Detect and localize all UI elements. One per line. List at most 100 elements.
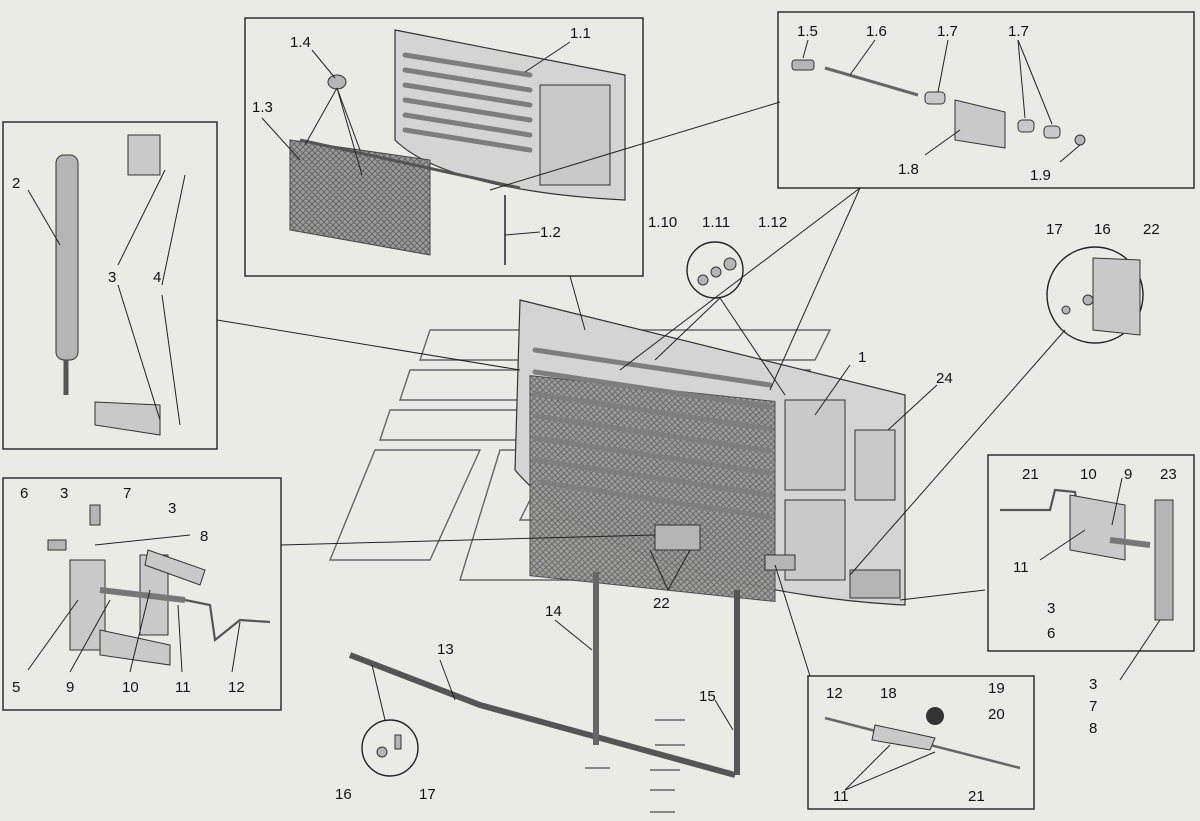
label-1-11: 1.11 [702, 214, 730, 231]
label-4: 4 [153, 269, 161, 286]
label-3-side: 3 [1089, 676, 1097, 693]
label-22-mid: 22 [653, 595, 670, 612]
upper-bracket [127, 134, 161, 176]
bushing-1-7b [1017, 119, 1035, 133]
label-1-7b: 1.7 [1008, 23, 1029, 40]
right-hinge-block [849, 569, 901, 599]
label-10-right: 10 [1080, 466, 1097, 483]
lever-18 [871, 724, 936, 751]
top-plate [144, 549, 206, 586]
label-3-strut: 3 [108, 269, 116, 286]
label-5: 5 [12, 679, 20, 696]
label-18: 18 [880, 685, 897, 702]
label-1-6: 1.6 [866, 23, 887, 40]
detail-circle-fastener-bottom [361, 719, 419, 777]
seal-strips [348, 572, 740, 813]
label-11: 11 [175, 679, 191, 696]
label-1-3: 1.3 [252, 99, 273, 116]
label-10: 10 [122, 679, 139, 696]
inset-gas-strut [2, 121, 218, 450]
clip-1-4 [327, 74, 347, 90]
gas-strut-2 [55, 154, 79, 361]
label-1-7a: 1.7 [937, 23, 958, 40]
label-16-rod: 16 [335, 786, 352, 803]
lower-bracket [94, 401, 161, 436]
detail-circle-washers [686, 241, 744, 299]
label-1-9: 1.9 [1030, 167, 1051, 184]
label-1-4: 1.4 [290, 34, 311, 51]
label-3-right: 3 [1047, 600, 1055, 617]
bushing-1-7c [1043, 125, 1061, 139]
inset-left-hinge [2, 477, 282, 711]
label-7-side: 7 [1089, 698, 1097, 715]
label-11-right: 11 [1013, 559, 1029, 576]
panel-recess-c [854, 429, 896, 501]
label-21-lock: 21 [968, 788, 985, 805]
lock-bracket [1069, 494, 1126, 561]
lower-lock-bracket [654, 524, 701, 551]
inset-hinge-parts [777, 11, 1195, 189]
label-1: 1 [858, 349, 866, 366]
seal-strip-13 [348, 652, 736, 778]
label-8: 8 [200, 528, 208, 545]
label-17-rod: 17 [419, 786, 436, 803]
callout-labels: 1.1 1.2 1.3 1.4 1.5 1.6 1.7 1.7 1.8 1.9 … [12, 23, 1177, 805]
label-8-side: 8 [1089, 720, 1097, 737]
label-15: 15 [699, 688, 716, 705]
label-1-2: 1.2 [540, 224, 561, 241]
label-1-12: 1.12 [758, 214, 787, 231]
cable-12 [184, 598, 271, 643]
mesh-screen-1-3 [289, 139, 431, 256]
label-22-top: 22 [1143, 221, 1160, 238]
label-14: 14 [545, 603, 562, 620]
label-20: 20 [988, 706, 1005, 723]
label-3-hinge-a: 3 [60, 485, 68, 502]
hinge-base [99, 629, 171, 666]
lock-plate [764, 554, 796, 571]
bolt-7 [89, 504, 101, 526]
label-12-lock: 12 [826, 685, 843, 702]
label-1-1: 1.1 [570, 25, 591, 42]
hinge-plate-1-8 [954, 99, 1006, 149]
axle-1-6 [824, 66, 919, 97]
label-12: 12 [228, 679, 245, 696]
main-grille-assembly [514, 299, 906, 606]
label-2: 2 [12, 175, 20, 192]
washer-1-9 [1074, 134, 1086, 146]
label-9: 9 [66, 679, 74, 696]
label-24: 24 [936, 370, 953, 387]
label-7: 7 [123, 485, 131, 502]
label-9-right: 9 [1124, 466, 1132, 483]
label-16-top: 16 [1094, 221, 1111, 238]
frame-bar [299, 138, 521, 190]
shaft-9 [99, 587, 186, 603]
bushing-1-7a [924, 91, 946, 105]
hinge-plate-5 [69, 559, 106, 651]
shaft-9-right [1109, 537, 1151, 548]
plate-23 [1154, 499, 1174, 621]
pin-1-5 [791, 59, 815, 71]
leader-lines [27, 39, 1161, 791]
inset-right-hinge [987, 454, 1195, 652]
knob-19 [926, 707, 944, 725]
label-3-hinge-b: 3 [168, 500, 176, 517]
label-19: 19 [988, 680, 1005, 697]
label-23: 23 [1160, 466, 1177, 483]
label-17-top: 17 [1046, 221, 1063, 238]
inset-lock-lever [807, 675, 1035, 810]
detail-circle-plate [1046, 246, 1144, 344]
label-1-5: 1.5 [797, 23, 818, 40]
label-13: 13 [437, 641, 454, 658]
panel-recess-a [784, 399, 846, 491]
grille-panel-recess [539, 84, 611, 186]
label-1-8: 1.8 [898, 161, 919, 178]
inset-grille-parts [244, 17, 644, 277]
label-6-right: 6 [1047, 625, 1055, 642]
label-11-lock: 11 [833, 788, 849, 805]
label-21-right: 21 [1022, 466, 1039, 483]
label-6: 6 [20, 485, 28, 502]
bolt-6 [47, 539, 67, 551]
grille-slats [532, 347, 773, 520]
